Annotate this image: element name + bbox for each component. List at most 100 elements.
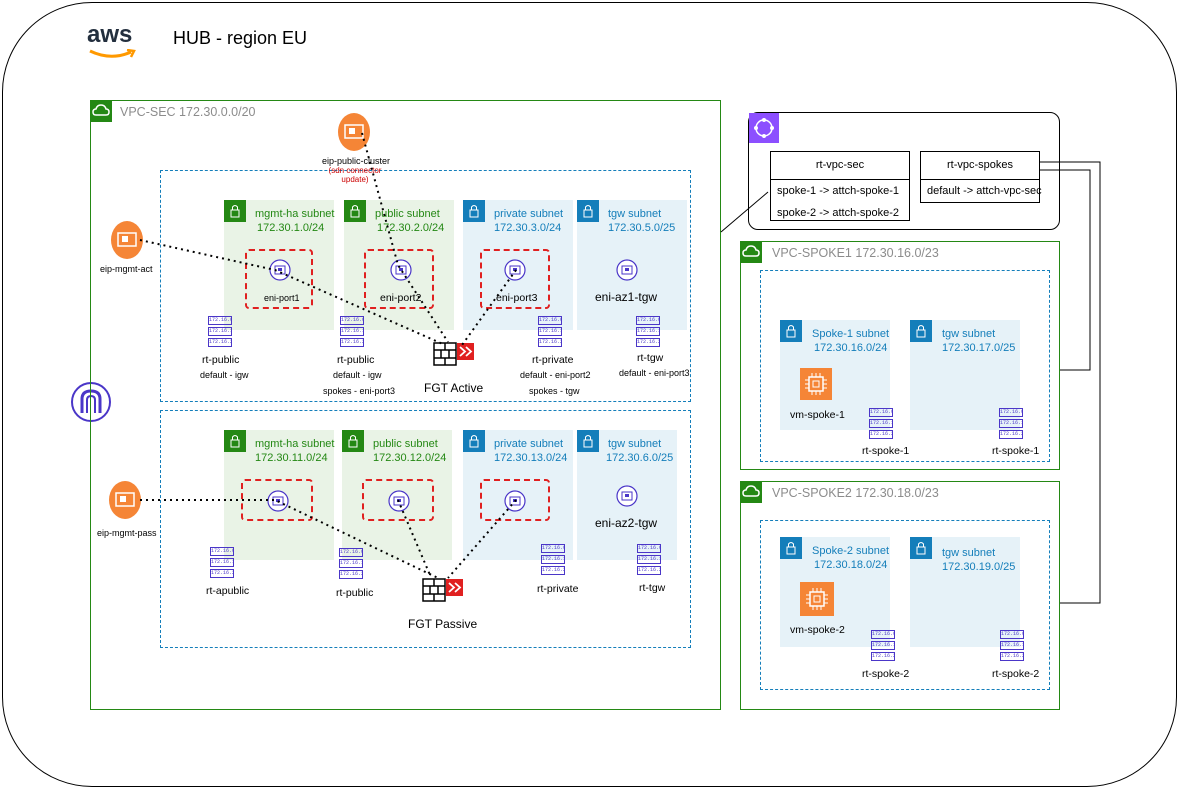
eni-icon[interactable] xyxy=(504,259,526,281)
vpc-cloud-icon xyxy=(740,481,762,503)
aws-smile-icon xyxy=(89,48,136,58)
subnet-cidr: 172.30.16.0/24 xyxy=(814,342,888,354)
eip-mgmt-act-label: eip-mgmt-act xyxy=(100,264,153,274)
subnet-name: tgw subnet xyxy=(942,328,996,340)
aws-logo-text: aws xyxy=(87,21,133,48)
firewall-icon[interactable] xyxy=(433,340,475,368)
eni-icon[interactable] xyxy=(388,490,410,512)
subnet-name: tgw subnet xyxy=(608,438,662,450)
vm-label: vm-spoke-2 xyxy=(790,624,845,636)
route-table-name: rt-tgw xyxy=(639,582,666,594)
lock-icon xyxy=(342,430,364,452)
lock-icon xyxy=(910,320,932,342)
route-table-icon: 172.16.0.0172.16.1.0172.16.2.0 xyxy=(339,548,363,579)
route-table-name: rt-spoke-2 xyxy=(862,668,910,680)
route-entry: default - igw xyxy=(200,370,249,380)
route-table-icon: 172.16.0.0172.16.1.0172.16.2.0 xyxy=(210,547,234,578)
elastic-ip-icon[interactable] xyxy=(108,480,142,520)
route-table-icon: 172.16.0.0172.16.1.0172.16.2.0 xyxy=(1000,630,1024,661)
lock-icon xyxy=(577,200,599,222)
eni-icon[interactable] xyxy=(269,259,291,281)
eni-icon[interactable] xyxy=(616,485,638,507)
lock-icon xyxy=(463,200,485,222)
subnet-cidr: 172.30.12.0/24 xyxy=(373,452,447,464)
eip-cluster-note: (sdn connector update) xyxy=(328,166,382,184)
subnet-name: mgmt-ha subnet xyxy=(255,438,335,450)
table-row: spoke-2 -> attch-spoke-2 xyxy=(777,207,899,219)
route-table-icon: 172.16.0.0172.16.1.0172.16.2.0 xyxy=(208,316,232,347)
lock-icon xyxy=(780,320,802,342)
subnet-name: tgw subnet xyxy=(608,208,662,220)
eni-label: eni-port2 xyxy=(380,292,422,304)
subnet-name: mgmt-ha subnet xyxy=(255,208,335,220)
eni-icon[interactable] xyxy=(390,259,412,281)
route-table-name: rt-apublic xyxy=(206,585,250,597)
rt-vpc-spokes-table: rt-vpc-spokes default -> attch-vpc-sec xyxy=(920,151,1042,203)
eip-mgmt-pass-label: eip-mgmt-pass xyxy=(97,528,157,538)
route-table-icon: 172.16.0.0172.16.1.0172.16.2.0 xyxy=(538,316,562,347)
eni-icon[interactable] xyxy=(616,259,638,281)
subnet-cidr: 172.30.2.0/24 xyxy=(377,222,445,234)
eip-cluster-label: eip-public-cluster xyxy=(322,156,391,166)
route-table-icon: 172.16.0.0172.16.1.0172.16.2.0 xyxy=(871,630,895,661)
firewall-icon[interactable] xyxy=(422,576,464,604)
rt-vpc-sec-table: rt-vpc-sec spoke-1 -> attch-spoke-1 spok… xyxy=(770,151,910,221)
vpc-cloud-icon xyxy=(740,241,762,263)
subnet-name: private subnet xyxy=(494,438,564,450)
subnet-cidr: 172.30.18.0/24 xyxy=(814,559,888,571)
subnet-name: tgw subnet xyxy=(942,547,996,559)
subnet-cidr: 172.30.13.0/24 xyxy=(494,452,568,464)
table-row: default -> attch-vpc-sec xyxy=(927,185,1042,197)
elastic-ip-icon[interactable] xyxy=(110,220,144,260)
subnet-cidr: 172.30.1.0/24 xyxy=(257,222,325,234)
internet-gateway-icon[interactable] xyxy=(70,381,112,423)
vpc-sec xyxy=(90,100,721,710)
route-table-icon: 172.16.0.0172.16.1.0172.16.2.0 xyxy=(636,316,660,347)
page-title: HUB - region EU xyxy=(173,28,308,48)
eni-label: eni-az2-tgw xyxy=(595,516,658,530)
subnet-name: public subnet xyxy=(373,438,438,450)
subnet-name: public subnet xyxy=(375,208,440,220)
eni-icon[interactable] xyxy=(267,490,289,512)
route-table-icon: 172.16.0.0172.16.1.0172.16.2.0 xyxy=(541,544,565,575)
route-entry: spokes - tgw xyxy=(529,386,580,396)
route-table-name: rt-spoke-1 xyxy=(992,445,1040,457)
ec2-icon[interactable] xyxy=(800,582,834,616)
route-table-name: rt-public xyxy=(337,354,375,366)
route-entry: default - eni-port2 xyxy=(520,370,591,380)
subnet-cidr: 172.30.11.0/24 xyxy=(255,452,328,464)
route-entry: default - igw xyxy=(333,370,382,380)
fgt-active-label: FGT Active xyxy=(424,381,484,395)
subnet-name: private subnet xyxy=(494,208,564,220)
lock-icon xyxy=(577,430,599,452)
table-row: spoke-1 -> attch-spoke-1 xyxy=(777,185,899,197)
ec2-icon[interactable] xyxy=(800,368,832,400)
subnet-cidr: 172.30.17.0/25 xyxy=(942,342,1016,354)
subnet-cidr: 172.30.5.0/25 xyxy=(608,222,676,234)
route-table-name: rt-spoke-1 xyxy=(862,445,910,457)
eni-icon[interactable] xyxy=(504,490,526,512)
route-entry: spokes - eni-port3 xyxy=(323,386,396,396)
vpc-spoke1-label: VPC-SPOKE1 172.30.16.0/23 xyxy=(772,246,939,260)
route-entry: default - eni-port3 xyxy=(619,368,690,378)
elastic-ip-icon[interactable] xyxy=(337,112,371,152)
lock-icon xyxy=(910,537,932,559)
route-table-icon: 172.16.0.0172.16.1.0172.16.2.0 xyxy=(340,316,364,347)
vpc-spoke2-label: VPC-SPOKE2 172.30.18.0/23 xyxy=(772,486,939,500)
lock-icon xyxy=(780,537,802,559)
route-table-name: rt-private xyxy=(537,583,579,595)
route-table-name: rt-spoke-2 xyxy=(992,668,1040,680)
fgt-passive-label: FGT Passive xyxy=(408,617,478,631)
vpc-cloud-icon xyxy=(90,100,112,122)
route-table-name: rt-private xyxy=(532,354,574,366)
lock-icon xyxy=(344,200,366,222)
route-table-icon: 172.16.0.0172.16.1.0172.16.2.0 xyxy=(999,408,1023,439)
vm-label: vm-spoke-1 xyxy=(790,409,845,421)
transit-gateway-icon[interactable] xyxy=(749,113,779,143)
eni-label: eni-port3 xyxy=(496,292,538,304)
route-table-icon: 172.16.0.0172.16.1.0172.16.2.0 xyxy=(637,544,661,575)
lock-icon xyxy=(224,430,246,452)
route-table-name: rt-public xyxy=(336,587,374,599)
subnet-cidr: 172.30.19.0/25 xyxy=(942,561,1016,573)
